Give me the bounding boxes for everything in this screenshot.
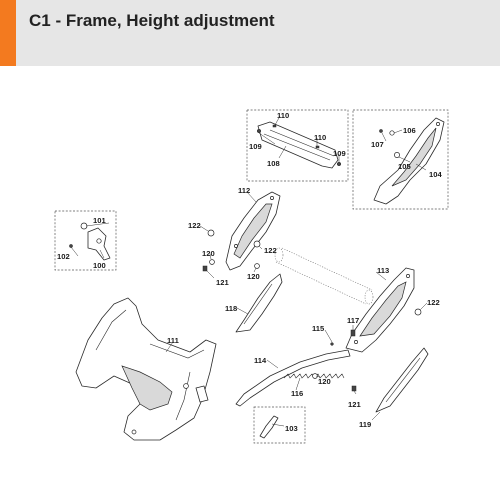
page-title: C1 - Frame, Height adjustment [29,11,275,30]
header-accent-bar [0,0,16,66]
page-header: C1 - Frame, Height adjustment [0,0,500,66]
part-100-bracket[interactable] [87,227,111,261]
label-120-a: 120 [202,249,215,258]
label-116: 116 [291,389,303,398]
label-117: 117 [347,316,359,325]
part-121-screw-b[interactable] [351,385,357,392]
axle-tube [274,247,374,305]
part-110-clip-b[interactable] [315,145,320,149]
part-104-side-plate[interactable] [373,117,445,205]
label-113: 113 [377,266,389,275]
part-106-washer[interactable] [389,130,395,136]
part-122-nut-c[interactable] [414,308,422,316]
label-118: 118 [225,304,237,313]
part-113-side-plate[interactable] [345,267,415,353]
part-119-adjust-bracket[interactable] [375,347,429,413]
part-109-screw-a[interactable] [256,128,262,134]
label-105: 105 [398,162,411,171]
part-109-screw-b[interactable] [336,161,342,167]
group-box-108 [246,109,349,182]
label-111: 111 [167,336,180,345]
part-111-frame[interactable] [75,297,217,441]
label-104: 104 [429,170,442,179]
label-114: 114 [254,356,267,365]
label-109-b: 109 [333,149,346,158]
label-120-c: 120 [318,377,331,386]
group-box-100 [54,210,117,271]
label-122-b: 122 [264,246,277,255]
label-110-a: 110 [277,111,289,120]
label-121-b: 121 [348,400,361,409]
label-112: 112 [238,186,250,195]
part-105-nut[interactable] [394,152,400,158]
part-110-clip-a[interactable] [272,124,277,128]
group-box-104 [352,109,449,210]
part-102-screw[interactable] [69,244,73,248]
part-122-nut-a[interactable] [207,229,215,237]
part-114-rod[interactable] [235,349,351,407]
label-115: 115 [312,324,325,333]
parts-diagram: 101 102 100 110 109 110 109 108 107 106 … [54,109,449,444]
part-120-washer-b[interactable] [254,263,260,269]
part-120-washer-c[interactable] [312,373,318,379]
label-106: 106 [403,126,416,135]
label-121-a: 121 [216,278,229,287]
part-112-side-plate[interactable] [225,191,281,271]
label-103: 103 [285,424,298,433]
part-118-adjust-bracket[interactable] [235,273,283,333]
part-122-nut-b[interactable] [253,240,261,248]
group-box-103 [253,406,306,444]
label-100: 100 [93,261,106,270]
leader-lines [70,115,428,427]
label-108: 108 [267,159,280,168]
part-108-rail[interactable] [257,121,339,169]
label-107: 107 [371,140,384,149]
label-122-a: 122 [188,221,201,230]
part-120-washer-a[interactable] [209,259,215,265]
part-107-screw[interactable] [379,129,383,133]
part-103-rod-end[interactable] [259,415,279,439]
part-121-screw-a[interactable] [202,265,208,272]
label-101: 101 [93,216,106,225]
label-120-b: 120 [247,272,260,281]
part-labels: 101 102 100 110 109 110 109 108 107 106 … [57,111,442,433]
part-115-pin[interactable] [330,342,334,346]
label-102: 102 [57,252,70,261]
label-110-b: 110 [314,133,326,142]
part-117-bolt[interactable] [350,329,356,337]
label-122-c: 122 [427,298,440,307]
label-109-a: 109 [249,142,262,151]
label-119: 119 [359,420,371,429]
